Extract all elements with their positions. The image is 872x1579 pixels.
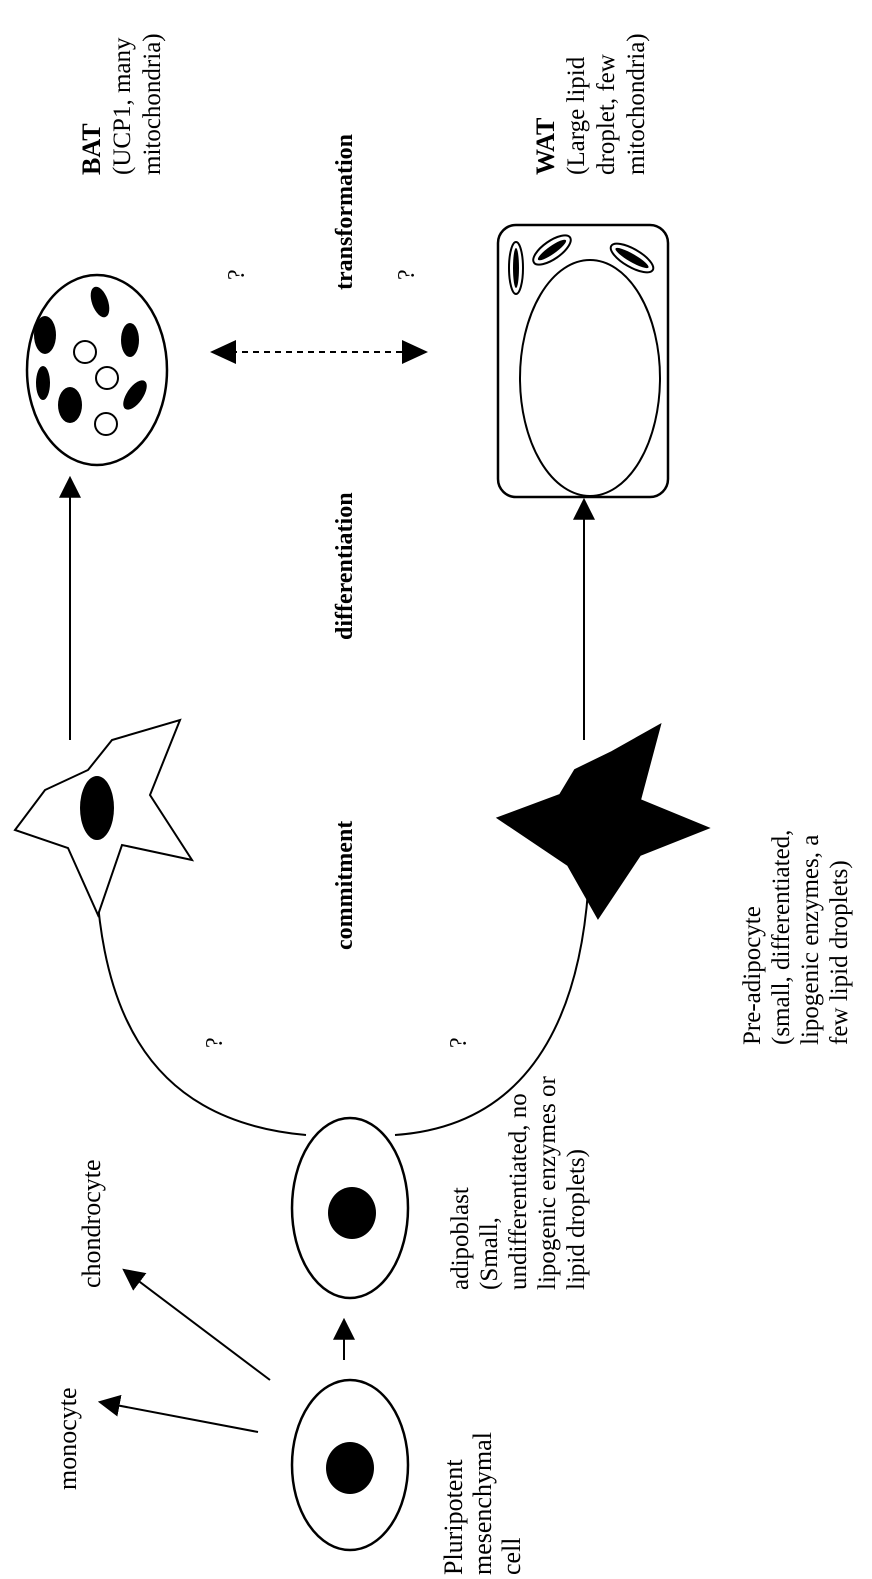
adipoblast-cell [290, 1116, 410, 1300]
mitochondrion [90, 286, 110, 318]
arrowhead-transformation-right [402, 340, 428, 364]
transformation-label: transformation [332, 134, 358, 290]
lipid-droplet [73, 340, 97, 364]
lipid-droplet [95, 366, 119, 390]
nucleus [328, 1187, 376, 1239]
bat-cell [25, 273, 169, 467]
mitochondrion [36, 366, 50, 400]
chondrocyte-label: chondrocyte [77, 1159, 106, 1288]
arrowhead-transformation-left [210, 340, 236, 364]
lipid-droplet [94, 412, 118, 436]
bat-title: BAT [77, 123, 106, 175]
question-mark-transformation-wat: ? [394, 269, 420, 280]
preadipocyte-label: Pre-adipocyte (small, differentiated, li… [739, 823, 853, 1045]
differentiation-label: differentiation [332, 492, 358, 640]
arrow-to-monocyte [97, 1394, 259, 1433]
bat-description: (UCP1, many mitochondria) [109, 31, 166, 175]
wat-cell [496, 223, 670, 499]
monocyte-label: monocyte [53, 1387, 82, 1490]
mesenchymal-label: Pluripotent mesenchymal cell [439, 1426, 526, 1575]
arrow-commitment-wat [394, 835, 601, 1136]
wat-title: WAT [531, 118, 560, 175]
mitochondrion [123, 380, 147, 410]
mitochondrion [34, 316, 56, 354]
wat-description: (Large lipid droplet, few mitochondria) [563, 33, 650, 175]
mitochondrion [58, 387, 82, 423]
mesenchymal-cell [290, 1378, 410, 1552]
lipid-droplet [519, 259, 661, 497]
question-mark-transformation-bat: ? [224, 269, 250, 280]
nucleus [80, 776, 114, 840]
commitment-label: commitment [332, 821, 358, 950]
mitochondrion [121, 323, 139, 357]
nucleus [326, 1442, 374, 1494]
question-mark-commitment-wat: ? [446, 1037, 472, 1048]
white-preadipocyte-star [495, 722, 711, 920]
adipoblast-label: adipoblast (Small, undifferentiated, no … [447, 1070, 590, 1290]
arrow-to-chondrocyte [122, 1268, 271, 1381]
brown-preadipocyte-star [13, 718, 195, 918]
question-mark-commitment-bat: ? [202, 1037, 228, 1048]
arrow-commitment-bat [84, 835, 307, 1136]
